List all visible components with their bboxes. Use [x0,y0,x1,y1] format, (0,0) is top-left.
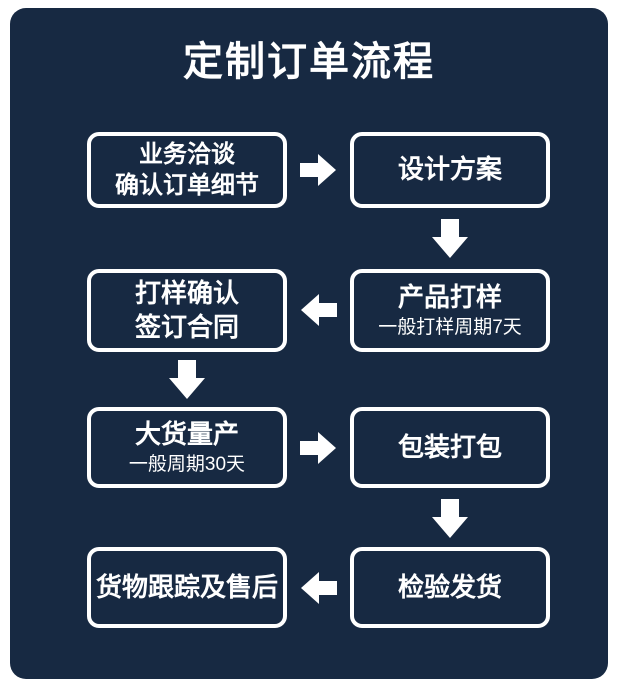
node-label: 打样确认 [134,277,239,308]
node-label: 业务洽谈 [139,140,235,168]
node-label: 检验发货 [397,571,502,602]
node-design-plan: 设计方案 [350,132,550,208]
node-label: 大货量产 [134,419,239,450]
node-inspection-shipping: 检验发货 [350,547,550,628]
node-tracking-aftersales: 货物跟踪及售后 [87,547,287,628]
node-label: 货物跟踪及售后 [95,571,278,602]
node-label: 设计方案 [397,154,502,185]
node-product-sampling: 产品打样 一般打样周期7天 [350,269,550,352]
arrow-left-icon [300,293,337,327]
arrow-down-icon [431,219,469,259]
arrow-left-icon [300,571,337,605]
page-title: 定制订单流程 [183,40,435,84]
node-label: 签订合同 [134,311,239,342]
arrow-right-icon [300,153,337,187]
node-mass-production: 大货量产 一般周期30天 [87,407,287,488]
node-business-negotiation: 业务洽谈 确认订单细节 [87,132,287,208]
flowchart-panel: 定制订单流程 业务洽谈 确认订单细节 设计方案 打样确认 签订合同 产品打样 一… [10,8,608,679]
node-label: 包装打包 [397,431,502,462]
node-packing: 包装打包 [350,407,550,488]
node-label: 确认订单细节 [115,172,259,199]
arrow-right-icon [300,431,337,465]
node-sublabel: 一般打样周期7天 [378,317,522,338]
node-sublabel: 一般周期30天 [128,454,246,475]
arrow-down-icon [431,499,469,539]
node-sample-confirmation: 打样确认 签订合同 [87,269,287,352]
arrow-down-icon [168,360,206,400]
node-label: 产品打样 [397,282,502,313]
